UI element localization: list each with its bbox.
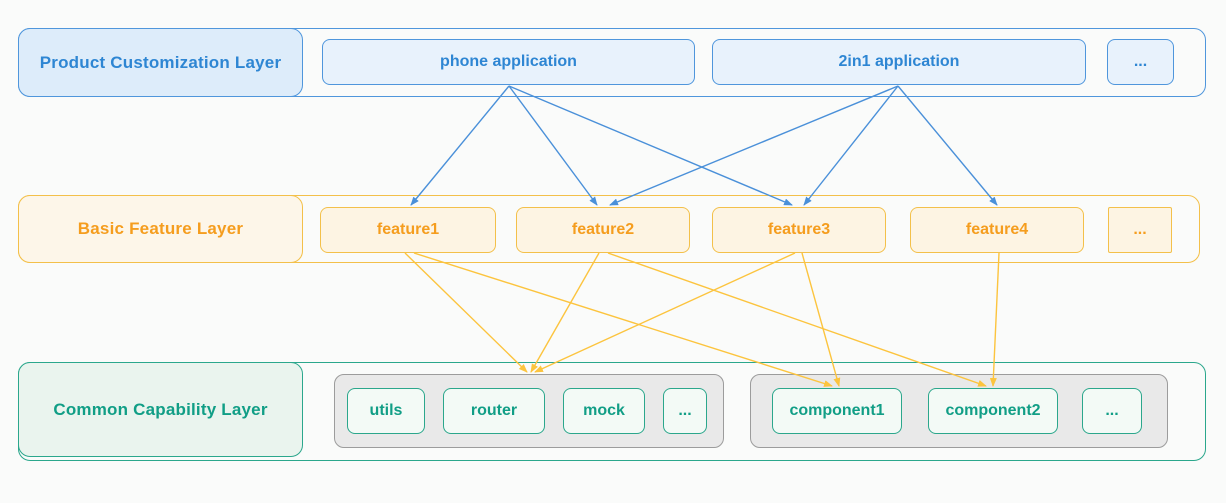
- feature1-box: feature1: [320, 207, 496, 253]
- feature-layer-label: Basic Feature Layer: [18, 195, 303, 263]
- component1-box: component1: [772, 388, 902, 434]
- edge-2in1-application-to-feature4: [897, 85, 998, 206]
- phone-application-box: phone application: [322, 39, 695, 85]
- mock-box: mock: [563, 388, 645, 434]
- components-more-box: ...: [1082, 388, 1142, 434]
- edge-feature2-to-base-group: [530, 252, 600, 373]
- utils-box: utils: [347, 388, 425, 434]
- edge-phone-application-to-feature3: [508, 85, 793, 206]
- product-more-box: ...: [1107, 39, 1174, 85]
- feature4-box: feature4: [910, 207, 1084, 253]
- product-layer-label: Product Customization Layer: [18, 28, 303, 97]
- router-box: router: [443, 388, 545, 434]
- common-layer-label: Common Capability Layer: [18, 362, 303, 457]
- feature2-box: feature2: [516, 207, 690, 253]
- feature-more-box: ...: [1108, 207, 1172, 253]
- base-more-box: ...: [663, 388, 707, 434]
- edge-phone-application-to-feature2: [508, 85, 598, 206]
- edge-2in1-application-to-feature3: [803, 85, 899, 206]
- feature3-box: feature3: [712, 207, 886, 253]
- edge-2in1-application-to-feature2: [609, 85, 899, 206]
- 2in1-application-box: 2in1 application: [712, 39, 1086, 85]
- edge-phone-application-to-feature1: [410, 85, 510, 206]
- edge-feature3-to-base-group: [534, 252, 796, 373]
- edge-feature1-to-base-group: [404, 252, 528, 373]
- component2-box: component2: [928, 388, 1058, 434]
